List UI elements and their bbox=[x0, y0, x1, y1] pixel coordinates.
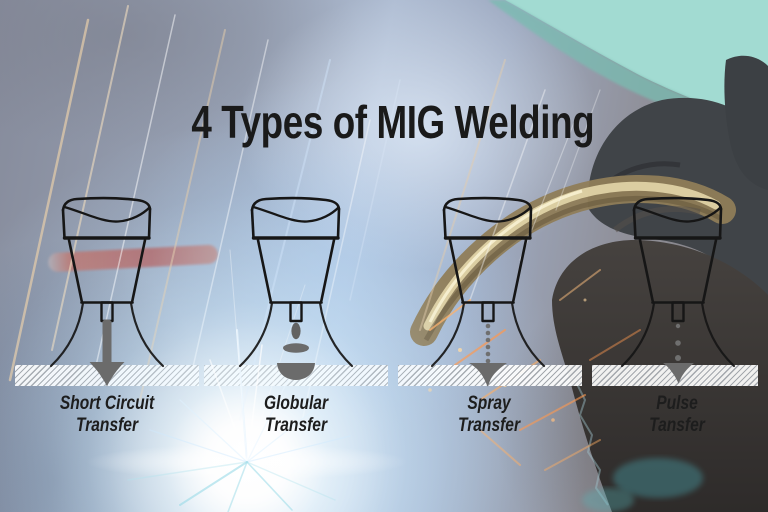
label-pulse-transfer: Pulse Tansfer bbox=[595, 393, 759, 436]
label-globular-transfer: Globular Transfer bbox=[214, 393, 378, 436]
label-spray-transfer: Spray Transfer bbox=[407, 393, 571, 436]
nozzle-outline bbox=[238, 196, 354, 368]
torch-diagram-pulse bbox=[620, 196, 736, 384]
page-title: 4 Types of MIG Welding bbox=[191, 96, 595, 148]
label-line2: Transfer bbox=[457, 414, 521, 436]
torch-diagram-spray bbox=[430, 196, 546, 387]
torch-diagram-globular bbox=[238, 196, 354, 380]
label-line1: Pulse bbox=[656, 393, 698, 414]
label-line2: Tansfer bbox=[649, 414, 705, 436]
label-line1: Short Circuit bbox=[59, 393, 155, 414]
label-short-circuit-transfer: Short Circuit Transfer bbox=[25, 393, 189, 436]
weld-mound bbox=[663, 363, 694, 384]
droplet-flattened bbox=[283, 343, 309, 353]
label-line2: Transfer bbox=[75, 414, 139, 436]
arrow-transfer bbox=[89, 319, 125, 387]
spray-cone bbox=[469, 363, 507, 387]
weld-pool-dome bbox=[277, 363, 315, 380]
label-line1: Spray bbox=[467, 393, 511, 414]
label-line1: Globular bbox=[263, 393, 329, 414]
droplet-large bbox=[291, 322, 301, 340]
pulsed-droplets bbox=[675, 323, 681, 361]
torch-diagram-short-circuit bbox=[49, 196, 165, 387]
label-line2: Transfer bbox=[264, 414, 328, 436]
droplet-stream bbox=[485, 323, 491, 364]
